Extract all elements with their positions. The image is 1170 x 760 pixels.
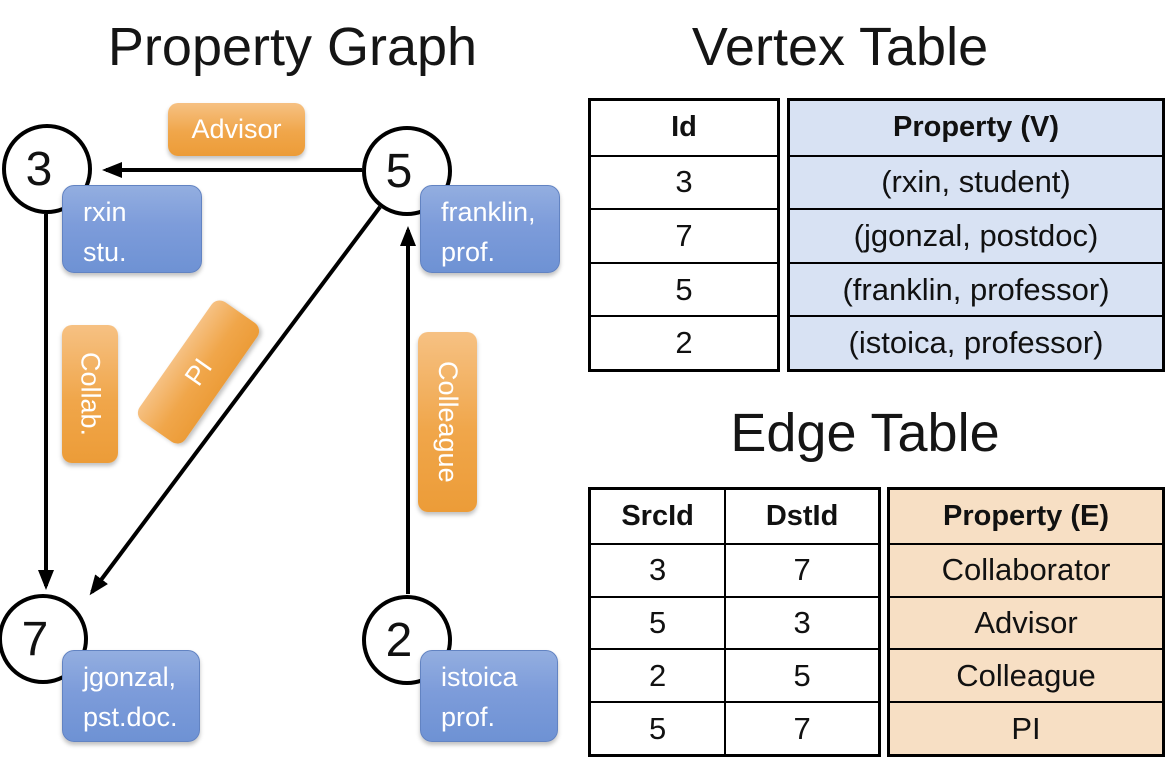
property-line: stu. [83,237,127,267]
table-row: 2 [591,315,777,369]
property-line: istoica [441,662,518,692]
table-row: Collaborator [890,542,1162,596]
property-line: prof. [441,237,496,267]
table-row: (rxin, student) [790,154,1162,209]
table-row: 5 3 [591,595,878,649]
table-row: 3 [591,154,777,209]
node-property-box-jgonzal: jgonzal, pst.doc. [62,650,200,742]
graph-node-2: 2 [362,595,452,685]
vertex-table-id-header: Id [671,111,697,144]
edge-table-srcid-header: SrcId [621,499,694,532]
dstid-cell: 7 [724,703,878,755]
table-row: (franklin, professor) [790,261,1162,316]
table-row: PI [890,701,1162,754]
edge-table-property-header: Property (E) [943,499,1109,532]
table-row: Advisor [890,595,1162,649]
property-line: prof. [441,702,496,732]
property-line: jgonzal, [83,662,177,692]
vertex-table-title: Vertex Table [691,17,989,77]
edge-table-header-row: SrcId DstId [591,490,878,543]
dstid-cell: 7 [724,544,878,596]
edge-table-title: Edge Table [730,403,1000,463]
dstid-cell: 3 [724,597,878,649]
node-property-box-rxin: rxin stu. [62,185,202,273]
table-row: (istoica, professor) [790,315,1162,369]
edge-table-property-column: Property (E) Collaborator Advisor Collea… [887,487,1165,757]
property-line: pst.doc. [83,702,178,732]
srcid-cell: 3 [648,552,667,588]
vertex-table-property-header: Property (V) [893,111,1059,144]
table-row: Colleague [890,648,1162,701]
table-row: 5 7 [591,701,878,755]
vertex-table-property-column: Property (V) (rxin, student) (jgonzal, p… [787,98,1165,372]
node-property-box-istoica: istoica prof. [420,650,558,742]
edge-label-colleague: Colleague [418,332,477,512]
srcid-cell: 2 [648,657,667,693]
table-row: 7 [591,208,777,262]
property-line: rxin [83,197,127,227]
edge-pi-5-7 [89,205,382,596]
table-row: (jgonzal, postdoc) [790,208,1162,262]
table-row: 3 7 [591,542,878,596]
edge-table-src-dst-columns: SrcId DstId 3 7 5 3 2 5 5 7 [588,487,881,757]
vertex-table-id-column: Id 3 7 5 2 [588,98,780,372]
node-property-box-franklin: franklin, prof. [420,185,560,273]
property-line: franklin, [441,197,536,227]
edge-label-advisor: Advisor [168,103,305,156]
edge-label-collab: Collab. [62,325,118,463]
srcid-cell: 5 [648,710,667,746]
graph-edges [38,162,416,596]
dstid-cell: 5 [724,650,878,702]
edge-table-dstid-header: DstId [724,490,878,543]
table-row: 2 5 [591,648,878,702]
srcid-cell: 5 [648,605,667,641]
graph-node-5: 5 [362,126,452,216]
table-row: 5 [591,261,777,316]
property-graph-title: Property Graph [107,17,478,77]
